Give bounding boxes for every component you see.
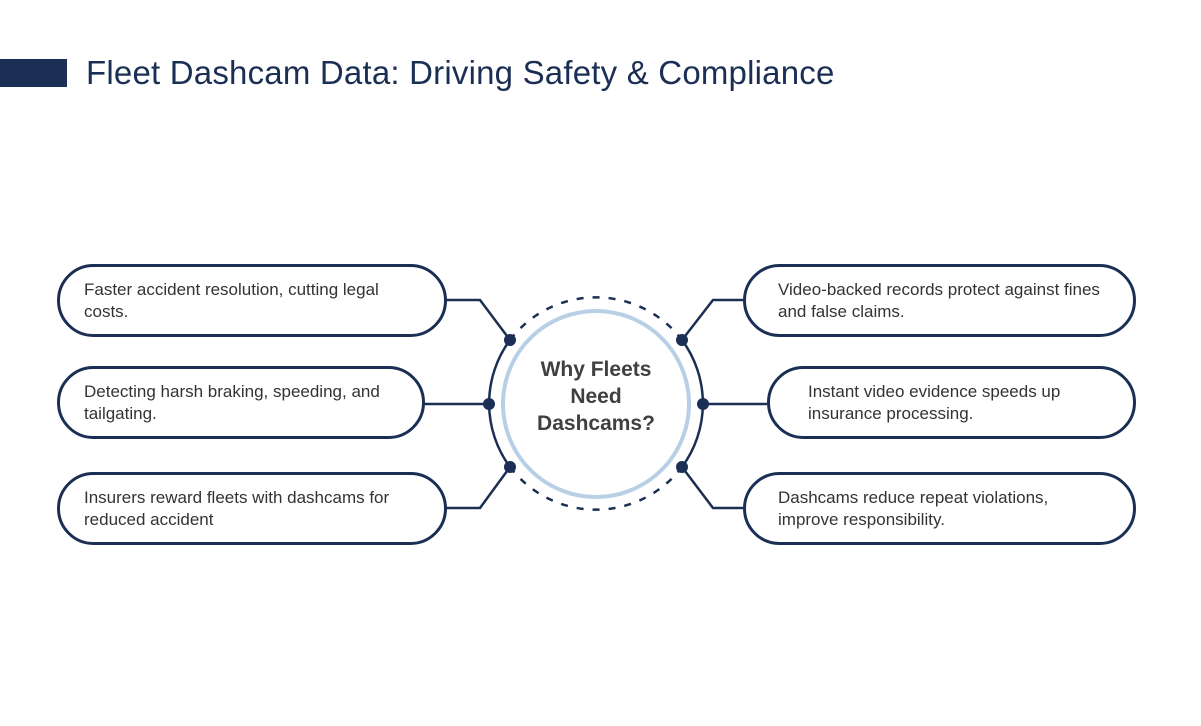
node-dot (504, 461, 516, 473)
connector-left-3 (446, 466, 512, 510)
connector-right-3 (681, 466, 743, 510)
center-label: Why Fleets Need Dashcams? (537, 358, 655, 435)
node-dot (483, 398, 495, 410)
page-title: Fleet Dashcam Data: Driving Safety & Com… (86, 54, 835, 91)
title-accent-bar (0, 59, 67, 87)
benefit-box-right-2: Instant video evidence speeds up insuran… (767, 366, 1136, 439)
dashed-arc-bottom (509, 466, 683, 511)
benefit-box-right-1: Video-backed records protect against fin… (743, 264, 1136, 337)
benefit-box-left-2: Detecting harsh braking, speeding, and t… (57, 366, 425, 439)
benefit-box-left-3: Insurers reward fleets with dashcams for… (57, 472, 447, 545)
node-dot (676, 334, 688, 346)
benefit-box-left-1: Faster accident resolution, cutting lega… (57, 264, 447, 337)
node-dot (697, 398, 709, 410)
node-dot (676, 461, 688, 473)
benefit-box-right-3: Dashcams reduce repeat violations, impro… (743, 472, 1136, 545)
connector-right-1 (681, 298, 743, 341)
connector-left-1 (446, 298, 511, 341)
node-dot (504, 334, 516, 346)
center-ring (501, 309, 691, 499)
dashed-arc-top (509, 296, 683, 341)
